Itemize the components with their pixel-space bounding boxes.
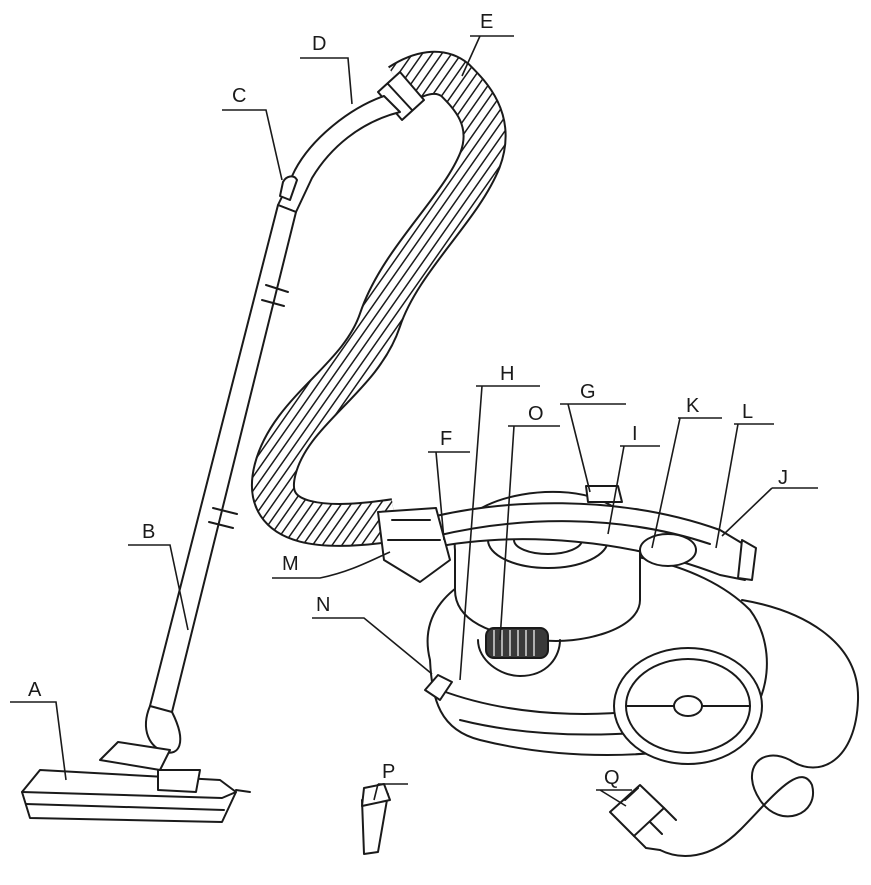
label-P: P — [382, 761, 395, 783]
callout-O: O — [499, 403, 560, 641]
callout-C: C — [222, 85, 283, 181]
callout-N: N — [312, 594, 433, 675]
callout-E: E — [461, 11, 514, 77]
power-plug — [609, 784, 677, 851]
callout-B: B — [128, 521, 189, 631]
callout-F: F — [428, 428, 470, 541]
label-E: E — [480, 11, 493, 33]
callout-H: H — [459, 363, 540, 681]
label-H: H — [500, 363, 514, 385]
callout-A: A — [10, 679, 67, 781]
label-A: A — [28, 679, 42, 701]
callout-L: L — [715, 401, 774, 549]
label-M: M — [282, 553, 299, 575]
label-D: D — [312, 33, 326, 55]
callout-K: K — [651, 395, 722, 549]
power-cord — [659, 599, 860, 857]
label-B: B — [142, 521, 155, 543]
label-G: G — [580, 381, 596, 403]
label-C: C — [232, 85, 246, 107]
callout-Q: Q — [596, 767, 632, 807]
label-N: N — [316, 594, 330, 616]
callout-D: D — [300, 33, 353, 105]
callout-G: G — [560, 381, 626, 493]
floor-nozzle — [21, 741, 251, 823]
callout-M: M — [272, 551, 391, 579]
label-K: K — [686, 395, 700, 417]
callout-I: I — [607, 423, 660, 535]
label-J: J — [778, 467, 788, 489]
callout-P: P — [373, 761, 408, 801]
vacuum-body — [377, 485, 768, 765]
hose-handle — [277, 95, 401, 213]
label-F: F — [440, 428, 452, 450]
label-L: L — [742, 401, 753, 423]
callout-J: J — [721, 467, 818, 537]
label-O: O — [528, 403, 544, 425]
label-I: I — [632, 423, 638, 445]
label-Q: Q — [604, 767, 620, 789]
flexible-hose — [251, 50, 507, 547]
telescopic-tube — [145, 204, 297, 754]
